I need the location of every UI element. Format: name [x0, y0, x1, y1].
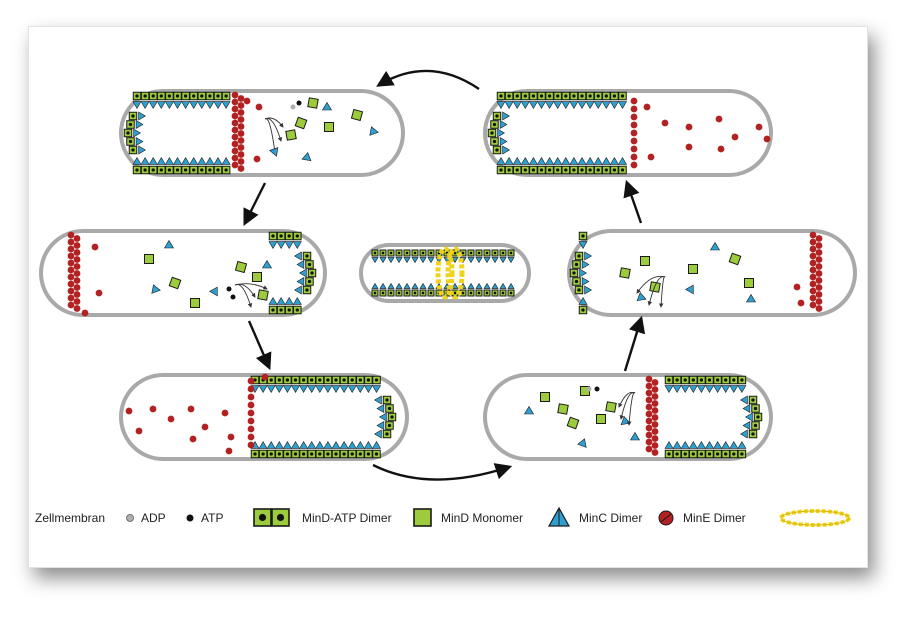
mind-atp-dimer-icon — [253, 508, 290, 527]
adp-dot-icon — [126, 514, 134, 522]
cell-bottom-right — [483, 373, 773, 461]
cycle-arrow-bottom — [372, 463, 513, 481]
legend-mind-atp-dimer-label: MinD-ATP Dimer — [302, 511, 392, 525]
cycle-arrow-right-lower — [623, 315, 646, 372]
cycle-arrow-left-upper — [243, 182, 267, 227]
atp-dot-icon — [186, 514, 194, 522]
mine-dimer-icon — [658, 510, 674, 526]
ftsz-ring-icon — [779, 509, 851, 527]
legend-mine-dimer-label: MinE Dimer — [683, 511, 746, 525]
min-oscillation-diagram — [39, 69, 857, 481]
legend-atp-label: ATP — [201, 511, 224, 525]
legend-mind-monomer-label: MinD Monomer — [441, 511, 524, 525]
cycle-arrow-left-lower — [247, 320, 272, 371]
minc-dimer-icon — [547, 506, 571, 527]
mind-monomer-icon — [413, 508, 432, 527]
cycle-arrow-top — [376, 69, 480, 90]
cell-top-left — [119, 89, 405, 177]
legend-membrane-label: Zellmembran — [35, 511, 106, 525]
legend-minc-dimer-label: MinC Dimer — [579, 511, 643, 525]
cell-top-right — [483, 89, 773, 177]
cycle-arrow-right-upper — [623, 179, 643, 224]
legend: Zellmembran ADP ATP MinD-ATP Dimer MinD … — [29, 503, 867, 533]
ftsz-ring — [435, 246, 455, 300]
figure-card: Zellmembran ADP ATP MinD-ATP Dimer MinD … — [28, 26, 868, 568]
legend-adp-label: ADP — [141, 511, 166, 525]
